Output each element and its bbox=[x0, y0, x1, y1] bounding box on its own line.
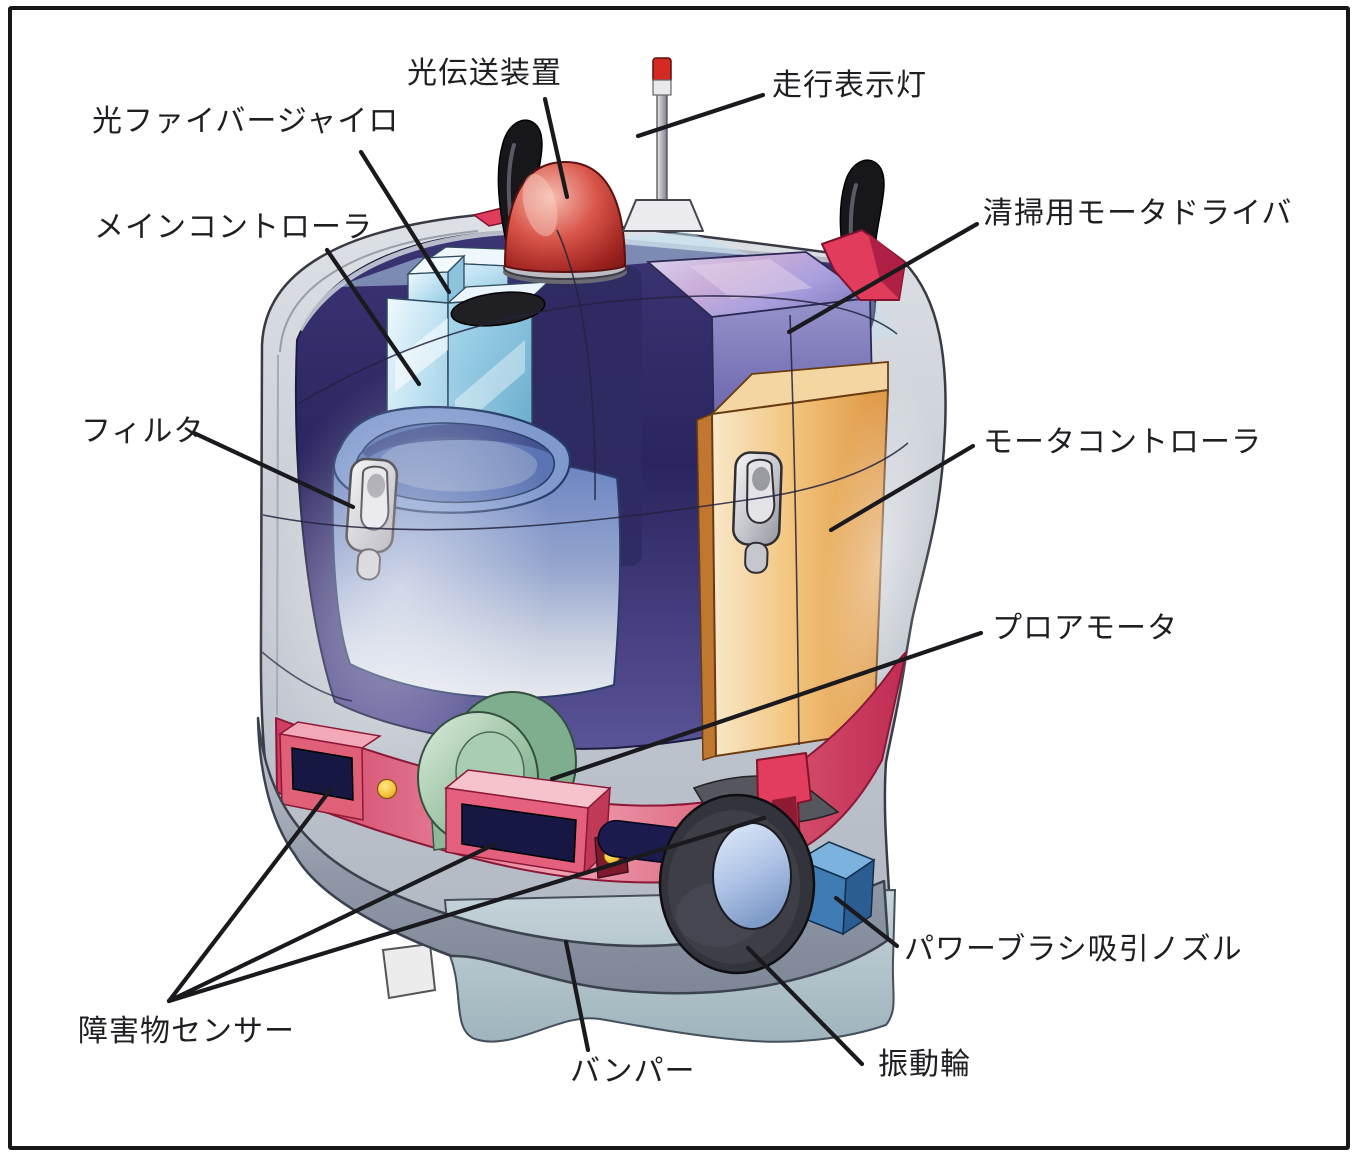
label-motor-controller: モータコントローラ bbox=[983, 425, 1262, 460]
label-optical-transmission-device: 光伝送装置 bbox=[407, 56, 562, 91]
indicator-dot bbox=[377, 779, 397, 799]
left-obstacle-sensor-panel bbox=[278, 721, 382, 821]
sensor-window-left bbox=[291, 747, 354, 801]
label-filter: フィルタ bbox=[81, 414, 205, 449]
support-foot bbox=[381, 942, 437, 1000]
indicator-lamp bbox=[652, 57, 672, 84]
label-vibration-wheel: 振動輪 bbox=[878, 1047, 971, 1082]
label-blower-motor: プロアモータ bbox=[992, 611, 1178, 646]
top-rim-red-corner bbox=[821, 229, 906, 301]
optical-transmission-dome bbox=[503, 160, 627, 284]
label-travel-indicator-light: 走行表示灯 bbox=[772, 68, 927, 103]
label-optical-fiber-gyro: 光ファイバージャイロ bbox=[92, 104, 400, 139]
wheel-hub bbox=[712, 822, 792, 930]
label-power-brush-suction-nozzle: パワーブラシ吸引ノズル bbox=[904, 932, 1243, 967]
label-main-controller: メインコントローラ bbox=[94, 210, 373, 245]
label-bumper: バンパー bbox=[570, 1054, 696, 1089]
intake-hole bbox=[450, 291, 546, 327]
travel-indicator-mast bbox=[622, 57, 704, 232]
leader-lines bbox=[166, 92, 984, 1067]
vibration-wheel bbox=[658, 793, 816, 975]
label-obstacle-sensor: 障害物センサー bbox=[78, 1014, 295, 1049]
label-cleaning-motor-driver: 清掃用モータドライバ bbox=[983, 196, 1293, 231]
